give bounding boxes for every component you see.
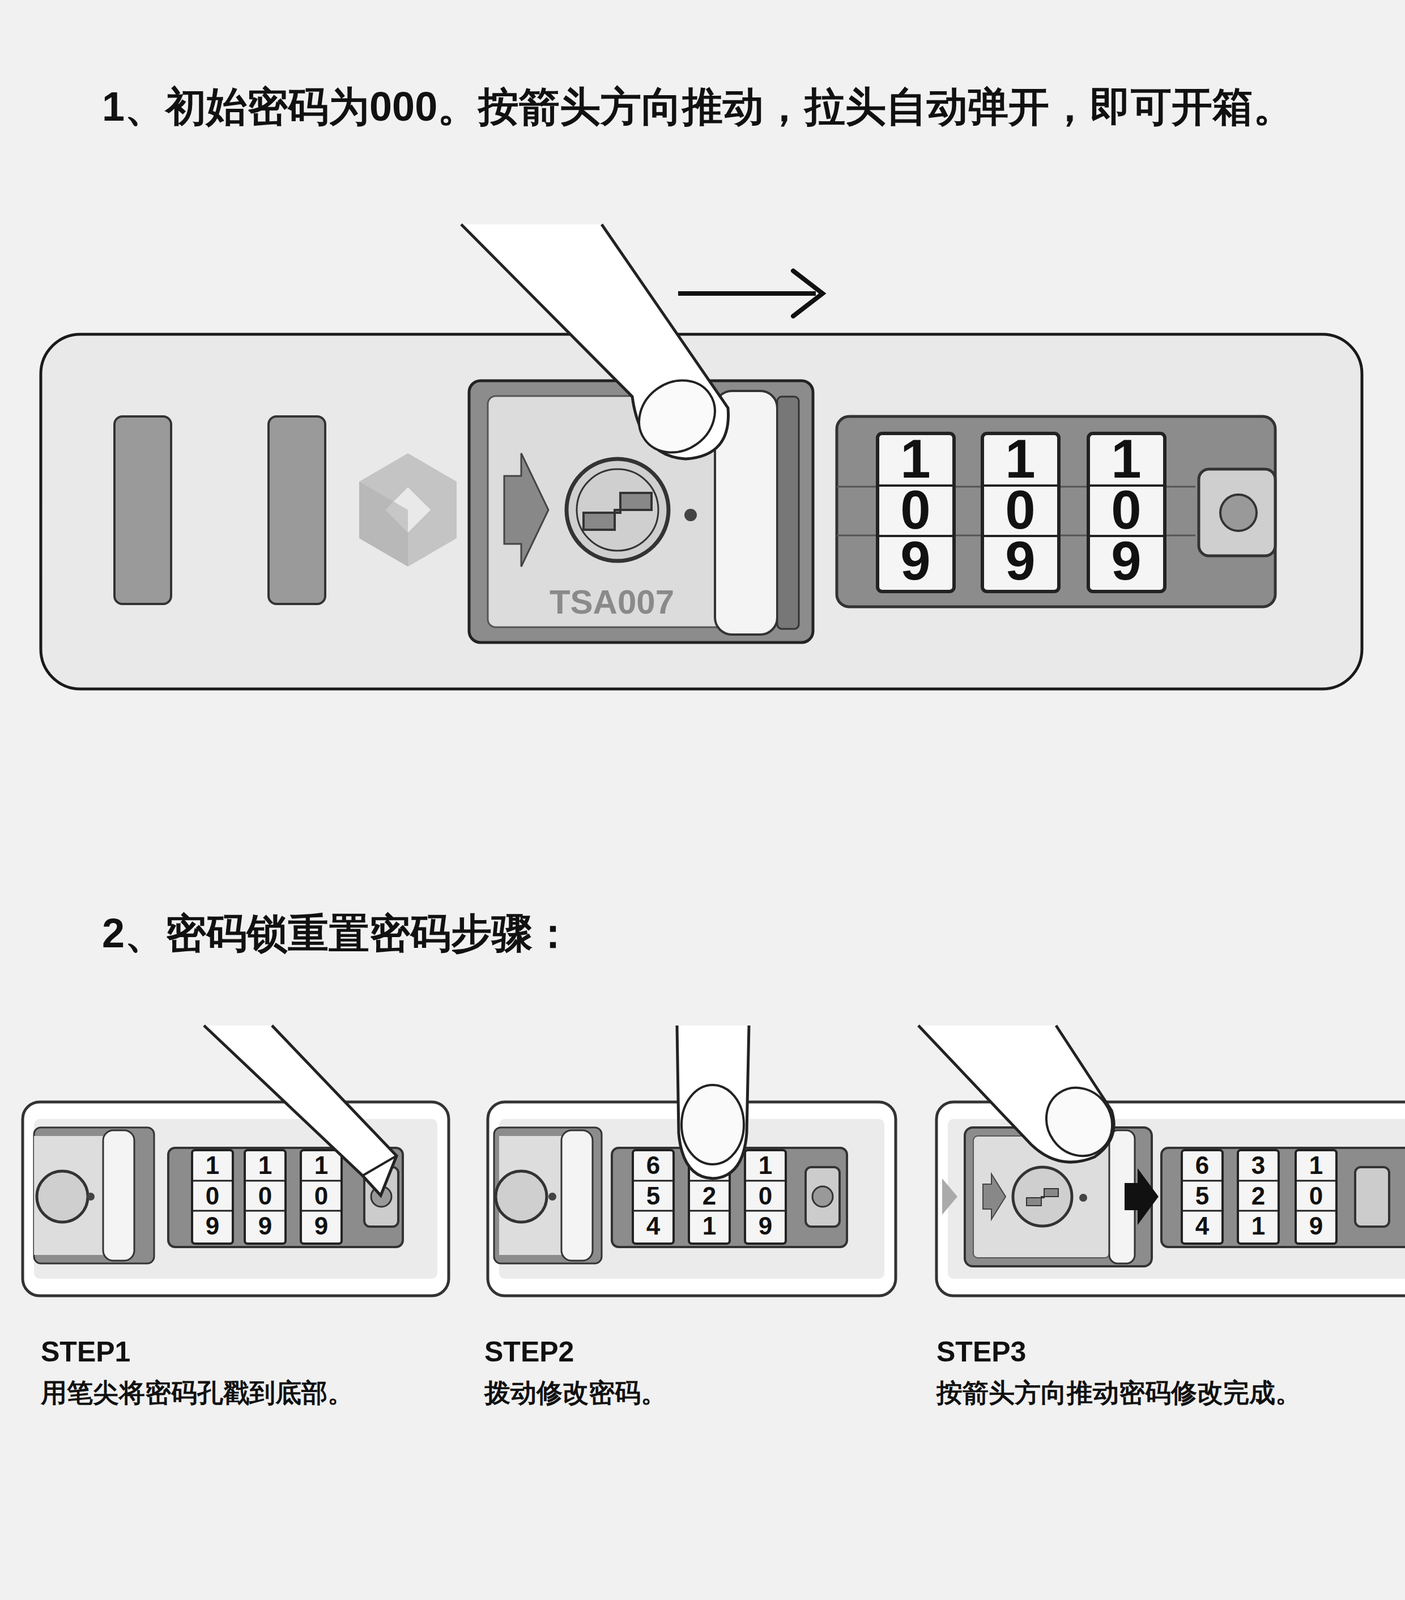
- wheel-digit: 1: [758, 1151, 773, 1179]
- wheel-digit: 9: [205, 1212, 220, 1240]
- wheel-digit: 1: [205, 1151, 220, 1179]
- wheel-digit: 0: [1309, 1182, 1323, 1210]
- step-description: 拨动修改密码。: [484, 1378, 667, 1408]
- section-heading: 1、初始密码为000。按箭头方向推动，拉头自动弹开，即可开箱。: [101, 84, 1294, 130]
- wheel-digit: 9: [1309, 1212, 1323, 1240]
- step-title: STEP2: [484, 1336, 574, 1368]
- lock-panel: [40, 224, 1362, 689]
- wheel-digit: 1: [1251, 1212, 1266, 1240]
- step-description: 用笔尖将密码孔戳到底部。: [40, 1378, 354, 1408]
- wheel-digit: 2: [702, 1182, 717, 1210]
- wheel-digit: 9: [758, 1212, 773, 1240]
- wheel-digit: 4: [646, 1212, 661, 1240]
- wheel-digit: 3: [1251, 1151, 1266, 1179]
- wheel-digit: 1: [258, 1151, 272, 1179]
- wheel-digit: 0: [758, 1182, 773, 1210]
- step-title: STEP3: [936, 1336, 1026, 1368]
- wheel-digit: 2: [1251, 1182, 1266, 1210]
- wheel-digit: 9: [1110, 530, 1141, 591]
- wheel-digit: 4: [1195, 1212, 1209, 1240]
- step-description: 按箭头方向推动密码修改完成。: [936, 1378, 1302, 1408]
- wheel-digit: 9: [258, 1212, 272, 1240]
- wheel-digit: 1: [314, 1151, 329, 1179]
- step1-lock: [22, 1025, 449, 1296]
- wheel-digit: 6: [646, 1151, 661, 1179]
- wheel-digit: 1: [1309, 1151, 1323, 1179]
- wheel-digit: 9: [900, 530, 931, 591]
- step2-lock: [487, 1025, 896, 1296]
- wheel-digit: 0: [205, 1182, 220, 1210]
- wheel-digit: 5: [1195, 1182, 1209, 1210]
- lock-model-mark: TSA007: [549, 583, 675, 621]
- wheel-digit: 6: [1195, 1151, 1209, 1179]
- wheel-digit: 1: [702, 1212, 717, 1240]
- wheel-digit: 9: [314, 1212, 329, 1240]
- wheel-digit: 9: [1005, 530, 1036, 591]
- wheel-digit: 0: [258, 1182, 272, 1210]
- step3-lock: [918, 1025, 1405, 1296]
- section-heading: 2、密码锁重置密码步骤：: [101, 910, 574, 956]
- wheel-digit: 5: [646, 1182, 661, 1210]
- wheel-digit: 0: [314, 1182, 329, 1210]
- step-title: STEP1: [40, 1336, 131, 1368]
